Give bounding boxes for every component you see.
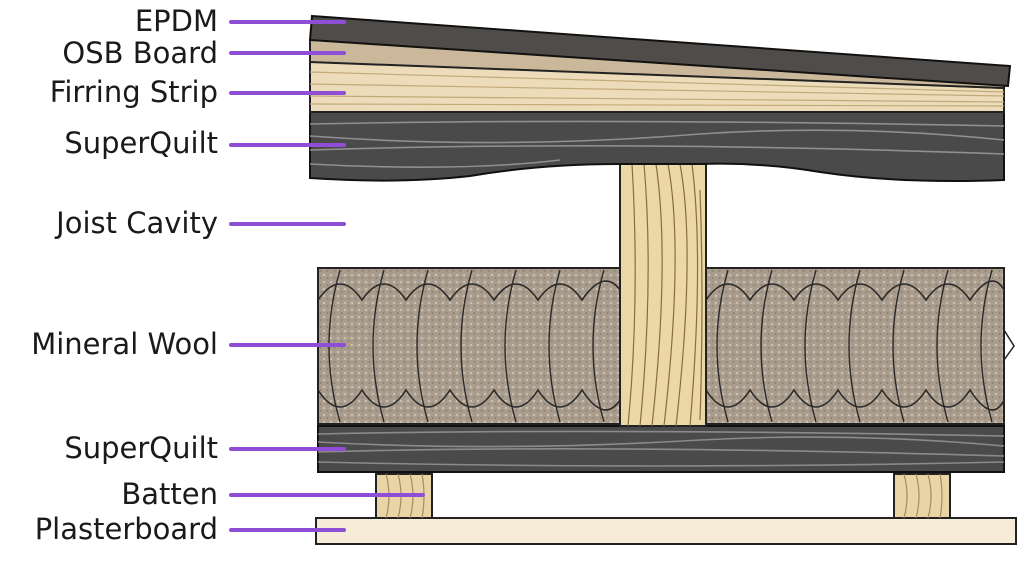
leader-batten xyxy=(229,493,425,497)
label-osb-board: OSB Board xyxy=(62,36,218,70)
mineral-wool-left xyxy=(317,267,621,425)
superquilt-top-layer xyxy=(309,111,1005,182)
leader-plasterboard xyxy=(229,528,346,532)
batten-right xyxy=(893,473,951,519)
epdm-layer xyxy=(308,14,1012,88)
label-epdm: EPDM xyxy=(134,4,218,38)
label-superquilt-top: SuperQuilt xyxy=(64,126,218,160)
mineral-wool-right xyxy=(705,267,1015,425)
leader-firring-strip xyxy=(229,91,346,95)
leader-osb-board xyxy=(229,51,346,55)
leader-joist-cavity xyxy=(229,222,346,226)
label-joist-cavity: Joist Cavity xyxy=(56,206,218,240)
label-plasterboard: Plasterboard xyxy=(34,512,218,546)
label-superquilt-bottom: SuperQuilt xyxy=(64,431,218,465)
leader-epdm xyxy=(229,20,346,24)
superquilt-bottom-layer xyxy=(317,425,1005,473)
leader-superquilt-top xyxy=(229,143,346,147)
leader-superquilt-bottom xyxy=(229,447,346,451)
joist xyxy=(619,163,707,427)
label-batten: Batten xyxy=(121,477,218,511)
leader-mineral-wool xyxy=(229,343,346,347)
label-mineral-wool: Mineral Wool xyxy=(31,327,218,361)
label-firring-strip: Firring Strip xyxy=(49,75,218,109)
plasterboard-layer xyxy=(315,517,1017,545)
